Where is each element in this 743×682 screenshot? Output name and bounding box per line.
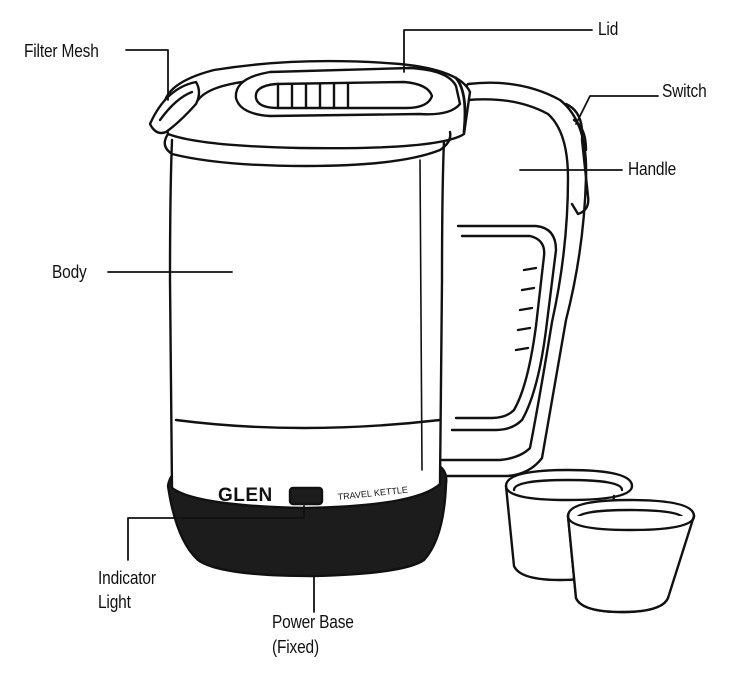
label-filter-mesh: Filter Mesh: [24, 41, 99, 61]
kettle-handle: [438, 81, 588, 478]
label-power-base-line2: (Fixed): [272, 637, 319, 657]
label-switch: Switch: [662, 81, 707, 101]
label-indicator-line1: Indicator: [98, 568, 156, 588]
label-body: Body: [52, 262, 87, 282]
leader-switch: [575, 95, 659, 125]
brand-logo: GLEN: [218, 485, 273, 506]
kettle-body: [168, 138, 446, 510]
label-indicator-line2: Light: [98, 592, 131, 612]
leader-lid: [403, 29, 593, 73]
cup-front: [566, 498, 696, 614]
label-lid: Lid: [598, 19, 619, 39]
switch-part: [564, 102, 590, 216]
label-power-base-line1: Power Base: [272, 612, 354, 632]
spout-filter: [148, 80, 201, 135]
leader-filter-mesh: [125, 49, 169, 101]
leader-lines: [107, 29, 659, 613]
kettle-lid: [162, 59, 472, 168]
indicator-light-window: [288, 486, 324, 506]
leader-indicator: [127, 505, 305, 561]
label-handle: Handle: [628, 159, 677, 179]
